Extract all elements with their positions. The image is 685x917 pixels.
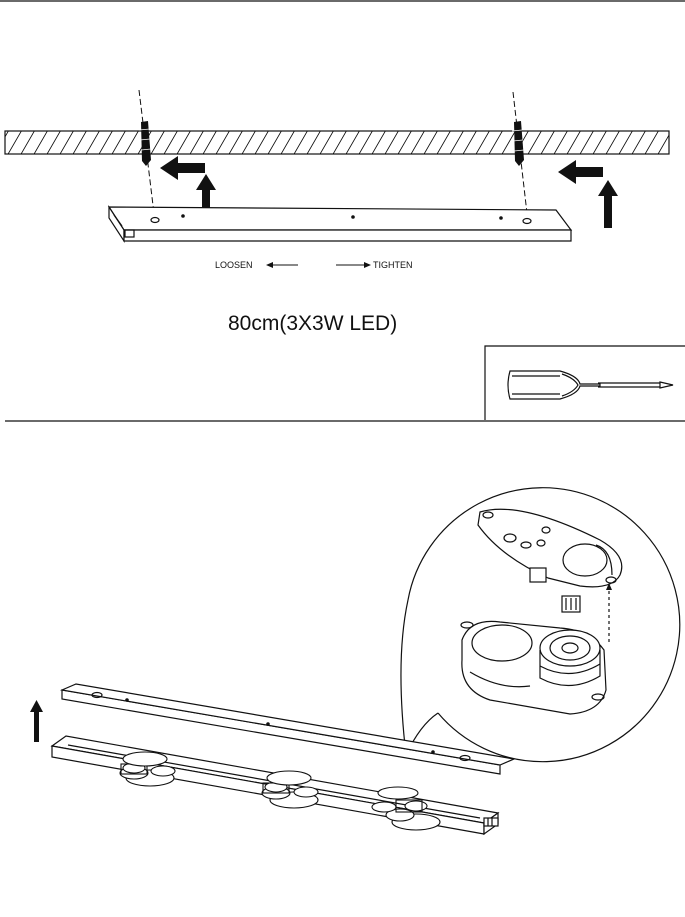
slide-left-arrow-icon-right	[558, 160, 603, 184]
cover-panel	[59, 683, 517, 775]
lift-cover-arrow-icon	[30, 700, 43, 742]
lamp-holder-detail-icon	[460, 508, 623, 715]
loosen-arrow-icon	[266, 262, 298, 268]
push-up-arrow-icon-right	[598, 180, 618, 228]
ceiling	[4, 130, 670, 155]
model-label: 80cm(3X3W LED)	[228, 312, 397, 335]
push-up-arrow-icon	[196, 174, 216, 224]
lamp-holder-2	[261, 770, 319, 809]
lamp-holder-3	[371, 786, 441, 831]
right-screw	[511, 91, 529, 223]
tighten-label: TIGHTEN	[373, 260, 413, 270]
fixture-base	[107, 204, 573, 244]
slide-left-arrow-icon	[160, 156, 205, 180]
left-screw	[138, 89, 157, 231]
lamp-holder-1	[119, 751, 176, 787]
tighten-arrow-icon	[336, 262, 371, 268]
loosen-label: LOOSEN	[215, 260, 253, 270]
tool-box	[484, 345, 685, 420]
screwdriver-icon	[507, 370, 674, 400]
